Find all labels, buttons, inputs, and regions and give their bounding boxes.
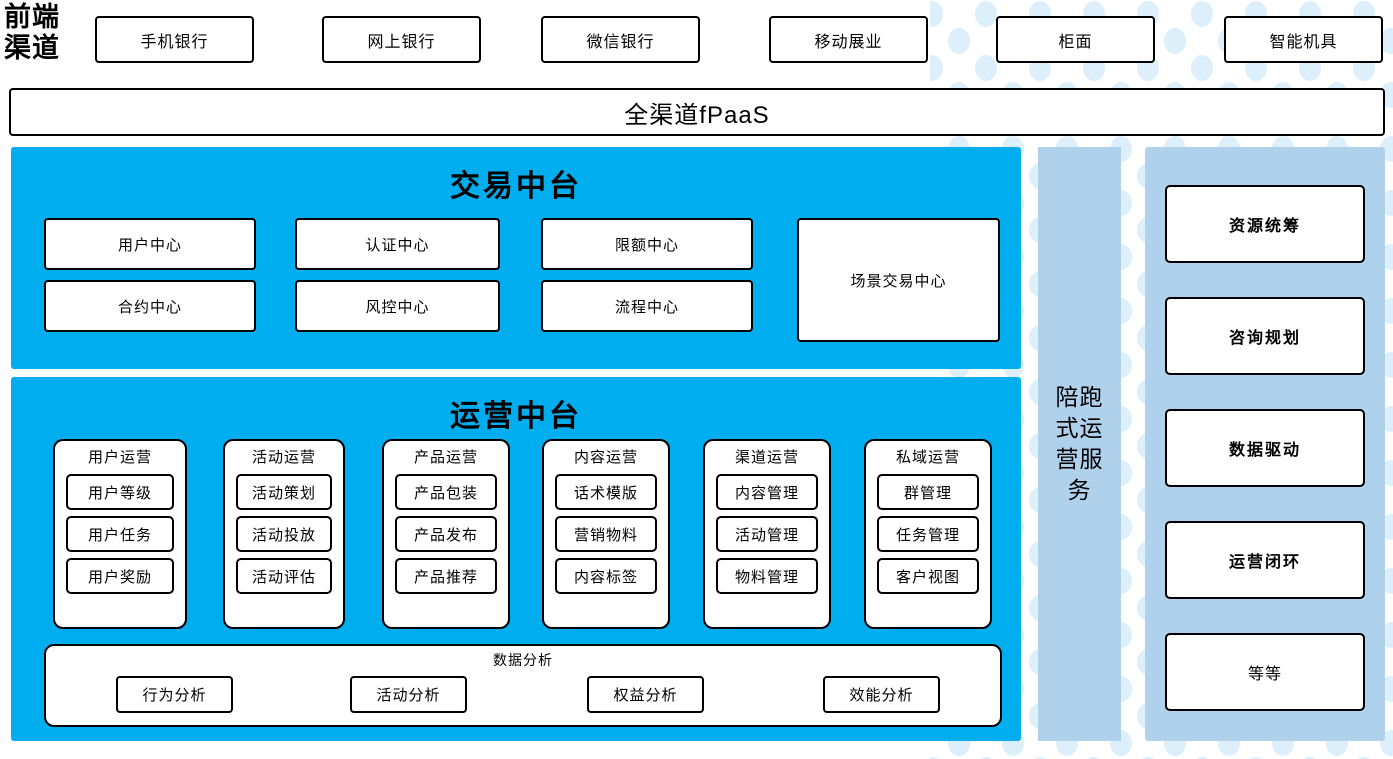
- accompanying-operation-service-label: 陪跑式运营服务: [1055, 384, 1104, 503]
- trade-platform-title: 交易中台: [450, 170, 582, 203]
- trade-box-limit-center[interactable]: 限额中心: [541, 218, 753, 270]
- ops-group-user-operations: 用户运营 用户等级 用户任务 用户奖励: [53, 439, 187, 629]
- trade-platform-panel: 交易中台 用户中心 认证中心 限额中心 合约中心 风控中心 流程中心 场景交易中…: [11, 147, 1021, 369]
- ops-group-channel-operations: 渠道运营 内容管理 活动管理 物料管理: [703, 439, 831, 629]
- channel-item-smart-machine[interactable]: 智能机具: [1224, 16, 1383, 63]
- ops-item-product-recommendation[interactable]: 产品推荐: [395, 558, 497, 594]
- ops-platform-panel: 运营中台 用户运营 用户等级 用户任务 用户奖励 活动运营 活动策划 活动投放 …: [11, 377, 1021, 741]
- accompanying-operation-service-column: 陪跑式运营服务: [1038, 147, 1121, 741]
- ops-item-group-management[interactable]: 群管理: [877, 474, 979, 510]
- channel-item-wechat-bank[interactable]: 微信银行: [541, 16, 700, 63]
- trade-box-scene-transaction-center[interactable]: 场景交易中心: [797, 218, 1000, 342]
- ops-item-task-management[interactable]: 任务管理: [877, 516, 979, 552]
- trade-box-auth-center[interactable]: 认证中心: [295, 218, 500, 270]
- ops-group-title: 私域运营: [895, 449, 960, 466]
- service-card-etc[interactable]: 等等: [1165, 633, 1365, 711]
- trade-box-process-center[interactable]: 流程中心: [541, 280, 753, 332]
- trade-box-contract-center[interactable]: 合约中心: [44, 280, 256, 332]
- ops-item-marketing-material[interactable]: 营销物料: [555, 516, 657, 552]
- data-analysis-section: 数据分析 行为分析 活动分析 权益分析 效能分析: [44, 644, 1002, 727]
- ops-group-private-domain-operations: 私域运营 群管理 任务管理 客户视图: [864, 439, 992, 629]
- trade-box-user-center[interactable]: 用户中心: [44, 218, 256, 270]
- ops-group-title: 内容运营: [573, 449, 638, 466]
- data-analysis-item-campaign[interactable]: 活动分析: [350, 676, 467, 713]
- ops-item-campaign-planning[interactable]: 活动策划: [236, 474, 332, 510]
- ops-item-campaign-management[interactable]: 活动管理: [716, 516, 818, 552]
- service-capability-panel: 资源统筹 咨询规划 数据驱动 运营闭环 等等: [1145, 147, 1385, 741]
- ops-item-user-task[interactable]: 用户任务: [66, 516, 174, 552]
- ops-group-title: 活动运营: [251, 449, 316, 466]
- ops-item-product-packaging[interactable]: 产品包装: [395, 474, 497, 510]
- channel-item-online-bank[interactable]: 网上银行: [322, 16, 481, 63]
- ops-group-product-operations: 产品运营 产品包装 产品发布 产品推荐: [382, 439, 510, 629]
- service-card-operation-closed-loop[interactable]: 运营闭环: [1165, 521, 1365, 599]
- ops-item-user-reward[interactable]: 用户奖励: [66, 558, 174, 594]
- data-analysis-item-performance[interactable]: 效能分析: [823, 676, 940, 713]
- ops-group-title: 产品运营: [413, 449, 478, 466]
- data-analysis-item-benefit[interactable]: 权益分析: [587, 676, 704, 713]
- ops-item-material-management[interactable]: 物料管理: [716, 558, 818, 594]
- ops-item-campaign-delivery[interactable]: 活动投放: [236, 516, 332, 552]
- ops-group-title: 渠道运营: [734, 449, 799, 466]
- trade-box-risk-center[interactable]: 风控中心: [295, 280, 500, 332]
- ops-item-script-template[interactable]: 话术模版: [555, 474, 657, 510]
- data-analysis-item-behavior[interactable]: 行为分析: [116, 676, 233, 713]
- channel-item-mobile-bank[interactable]: 手机银行: [95, 16, 254, 63]
- ops-item-campaign-evaluation[interactable]: 活动评估: [236, 558, 332, 594]
- ops-item-user-level[interactable]: 用户等级: [66, 474, 174, 510]
- fpaas-bar[interactable]: 全渠道fPaaS: [9, 88, 1385, 136]
- front-channel-row: 前端 渠道 手机银行 网上银行 微信银行 移动展业 柜面 智能机具: [0, 0, 1393, 80]
- ops-platform-title: 运营中台: [450, 400, 582, 433]
- front-channel-label-line2: 渠道: [4, 33, 60, 63]
- channel-item-mobile-business[interactable]: 移动展业: [769, 16, 928, 63]
- data-analysis-title: 数据分析: [493, 652, 553, 668]
- ops-item-content-tag[interactable]: 内容标签: [555, 558, 657, 594]
- front-channel-label: 前端 渠道: [4, 2, 86, 64]
- ops-group-title: 用户运营: [87, 449, 152, 466]
- service-card-data-driven[interactable]: 数据驱动: [1165, 409, 1365, 487]
- ops-item-content-management[interactable]: 内容管理: [716, 474, 818, 510]
- channel-item-counter[interactable]: 柜面: [996, 16, 1155, 63]
- service-card-resource-coordination[interactable]: 资源统筹: [1165, 185, 1365, 263]
- ops-item-product-release[interactable]: 产品发布: [395, 516, 497, 552]
- front-channel-label-line1: 前端: [4, 2, 60, 32]
- ops-group-campaign-operations: 活动运营 活动策划 活动投放 活动评估: [223, 439, 345, 629]
- service-card-consulting-planning[interactable]: 咨询规划: [1165, 297, 1365, 375]
- ops-group-content-operations: 内容运营 话术模版 营销物料 内容标签: [542, 439, 670, 629]
- ops-item-customer-view[interactable]: 客户视图: [877, 558, 979, 594]
